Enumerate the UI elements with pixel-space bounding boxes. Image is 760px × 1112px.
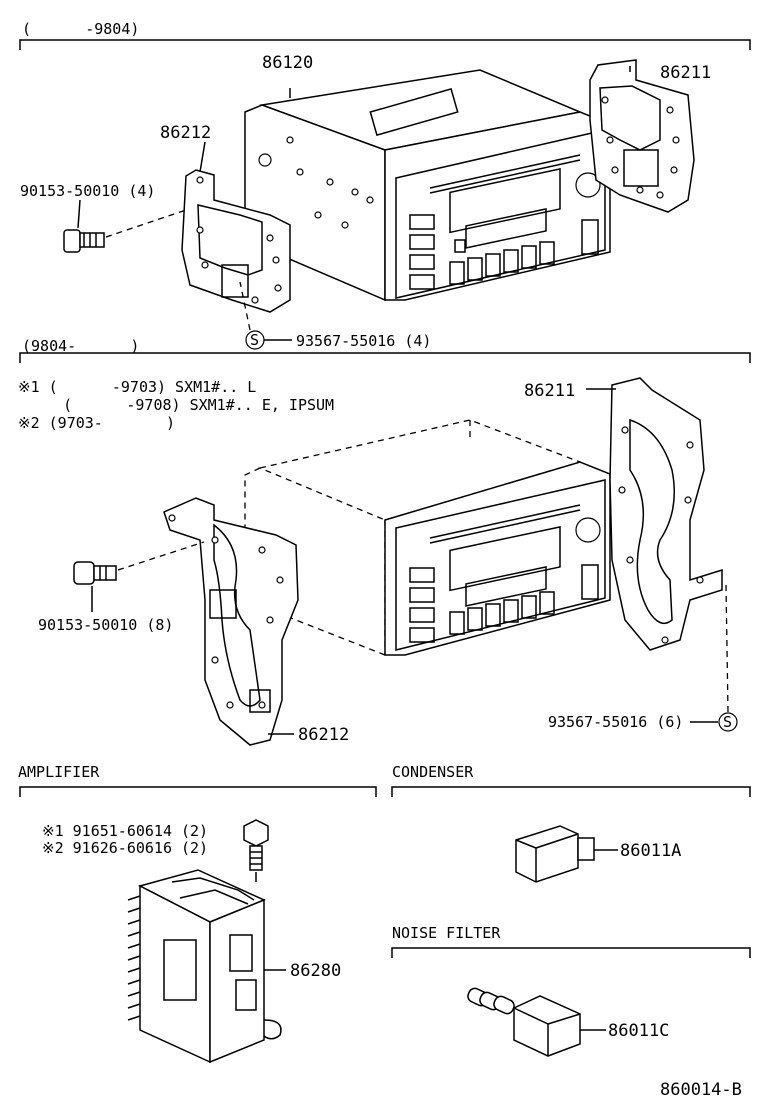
figure-id: 860014-B [660, 1080, 742, 1100]
section-top-bracket-line [19, 39, 751, 50]
screw-symbol-top-letter: S [250, 331, 259, 349]
section-amplifier-title: AMPLIFIER [18, 763, 100, 781]
noise-filter-part [467, 987, 606, 1057]
condenser-part [515, 825, 618, 883]
section-top-range: ( -9804) [22, 20, 139, 38]
section-middle-note-1: ※1 ( -9703) SXM1#.. L [18, 378, 256, 396]
section-top: ( -9804) [19, 20, 751, 350]
part-label-bracket-left-top: 86212 [160, 123, 211, 143]
part-label-noise-filter: 86011C [608, 1021, 669, 1041]
part-label-bracket-left-middle: 86212 [298, 725, 349, 745]
part-label-bracket-right-top: 86211 [660, 63, 711, 83]
part-label-bolt-top: 90153-50010 (4) [20, 182, 155, 200]
part-label-amp-bolt-2: ※2 91626-60616 (2) [42, 839, 208, 857]
radio-head-unit-top [244, 69, 611, 302]
part-label-amplifier: 86280 [290, 961, 341, 981]
part-label-screw-top: 93567-55016 (4) [296, 332, 431, 350]
bracket-left-top [181, 169, 291, 313]
screw-symbol-middle: S [690, 584, 738, 732]
radio-head-unit-middle [384, 461, 611, 656]
section-noise-filter: NOISE FILTER 86011C [391, 924, 751, 1057]
bracket-right-top [589, 59, 695, 213]
section-middle-bracket-line [19, 352, 751, 363]
bracket-right-middle [609, 377, 723, 651]
bolt-top [63, 199, 187, 253]
part-label-screw-middle: 93567-55016 (6) [548, 713, 683, 731]
section-amplifier-bracket-line [19, 786, 377, 797]
amp-bolt [243, 819, 269, 882]
bolt-middle [73, 541, 205, 612]
section-middle: (9804- ) ※1 ( -9703) SXM1#.. L ( -9708) … [18, 337, 751, 746]
part-label-bracket-right-middle: 86211 [524, 381, 575, 401]
part-label-radio-top: 86120 [262, 53, 313, 73]
section-amplifier: AMPLIFIER ※1 91651-60614 (2) ※2 91626-60… [18, 763, 377, 1064]
section-condenser-bracket-line [391, 786, 751, 797]
section-middle-note-2: ( -9708) SXM1#.. E, IPSUM [18, 396, 334, 414]
section-middle-range: (9804- ) [22, 337, 139, 355]
section-condenser: CONDENSER 86011A [391, 763, 751, 883]
section-middle-note-3: ※2 (9703- ) [18, 414, 175, 432]
screw-symbol-top: S [239, 281, 292, 350]
part-label-condenser: 86011A [620, 841, 681, 861]
part-label-amp-bolt-1: ※1 91651-60614 (2) [42, 822, 208, 840]
screw-symbol-middle-letter: S [723, 713, 732, 731]
section-noise-filter-title: NOISE FILTER [392, 924, 501, 942]
section-condenser-title: CONDENSER [392, 763, 474, 781]
section-noise-filter-bracket-line [391, 947, 751, 958]
bracket-left-middle [163, 497, 299, 746]
part-label-bolt-middle: 90153-50010 (8) [38, 616, 173, 634]
amplifier-box [127, 869, 286, 1064]
